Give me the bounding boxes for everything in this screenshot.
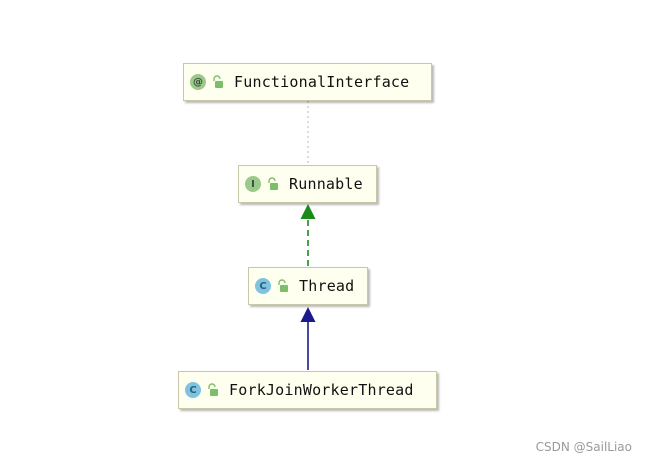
node-label: Runnable [289,175,363,193]
interface-type-icon: I [245,176,261,192]
extends-arrowhead [300,307,316,322]
node-label: ForkJoinWorkerThread [229,381,414,399]
open-lock-icon [208,383,218,396]
implements-arrowhead [300,204,316,219]
node-label: Thread [299,277,355,295]
node-runnable[interactable]: I Runnable [238,165,377,203]
node-functional-interface[interactable]: @ FunctionalInterface [183,63,432,101]
node-thread[interactable]: C Thread [248,267,368,305]
node-label: FunctionalInterface [234,73,410,91]
class-type-icon: C [255,278,271,294]
annotation-type-icon: @ [190,74,206,90]
open-lock-icon [213,75,223,88]
class-type-icon: C [185,382,201,398]
open-lock-icon [268,177,278,190]
watermark: CSDN @SailLiao [535,440,632,454]
open-lock-icon [278,279,288,292]
node-fork-join-worker-thread[interactable]: C ForkJoinWorkerThread [178,371,437,409]
